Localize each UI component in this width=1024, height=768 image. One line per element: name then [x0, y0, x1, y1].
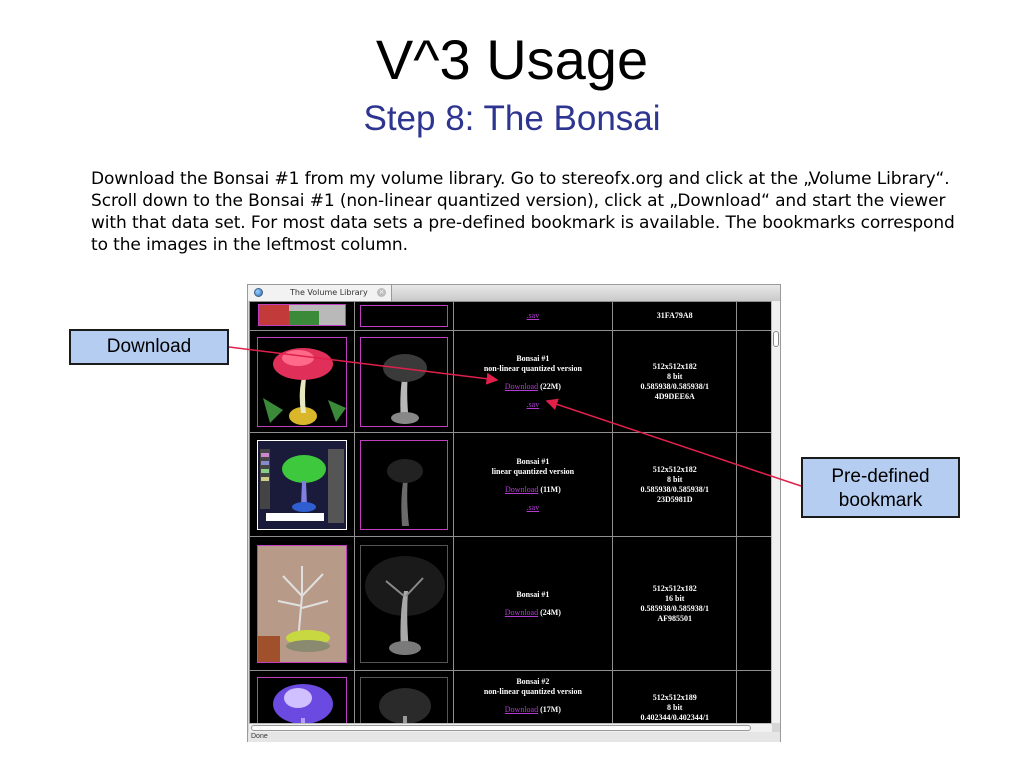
checksum: 4D9DEE6A	[654, 391, 695, 401]
browser-tab[interactable]: The Volume Library ×	[248, 285, 392, 301]
dataset-name: Bonsai #1	[516, 353, 550, 363]
volume-library-table: .sav 31FA79A8	[249, 301, 772, 723]
viewer-screenshot-thumbnail[interactable]	[256, 439, 347, 530]
dimensions: 512x512x189	[652, 693, 697, 702]
bookmark-callout: Pre-defined bookmark	[801, 457, 960, 518]
file-size: (22M)	[540, 381, 561, 391]
ct-slice-thumbnail	[359, 439, 448, 530]
voxel-spacing: 0.585938/0.585938/1	[640, 603, 709, 613]
download-link[interactable]: Download	[504, 381, 539, 391]
vertical-scrollbar[interactable]	[771, 301, 780, 723]
checksum: 31FA79A8	[656, 311, 693, 320]
ct-slice-thumbnail	[359, 544, 448, 663]
bookmark-arrow	[545, 398, 802, 487]
bookmark-link[interactable]: .sav	[526, 399, 540, 409]
voxel-spacing: 0.585938/0.585938/1	[640, 381, 709, 391]
table-row: Bonsai #1 Download (24M) 512x512x182 16 …	[249, 536, 772, 671]
table-row: Bonsai #1 linear quantized version Downl…	[249, 432, 772, 537]
dataset-variant: linear quantized version	[491, 466, 575, 476]
status-bar: Done	[248, 732, 780, 742]
dataset-name: Bonsai #2	[516, 677, 550, 686]
globe-icon	[254, 288, 263, 297]
bit-depth: 16 bit	[665, 593, 685, 603]
dimensions: 512x512x182	[652, 464, 697, 474]
slide-subtitle: Step 8: The Bonsai	[363, 99, 661, 138]
thumbnail-image	[257, 303, 346, 326]
dimensions: 512x512x182	[652, 583, 697, 593]
scroll-thumb[interactable]	[773, 331, 779, 347]
voxel-spacing: 0.402344/0.402344/1	[640, 713, 709, 722]
file-size: (24M)	[540, 607, 561, 617]
bonsai-photo-thumbnail[interactable]	[256, 544, 347, 663]
dataset-name: Bonsai #1	[516, 589, 550, 599]
bookmark-callout-line1: Pre-defined	[831, 466, 930, 487]
download-link[interactable]: Download	[504, 705, 539, 714]
bonsai-render-thumbnail[interactable]	[256, 677, 347, 723]
download-link[interactable]: Download	[504, 607, 539, 617]
checksum: 23D5981D	[656, 494, 693, 504]
bit-depth: 8 bit	[667, 371, 683, 381]
horizontal-scrollbar[interactable]	[249, 723, 772, 732]
bookmark-link[interactable]: .sav	[526, 502, 540, 512]
download-arrow	[228, 346, 499, 385]
dataset-variant: non-linear quantized version	[483, 687, 582, 696]
dataset-variant: non-linear quantized version	[483, 363, 582, 373]
table-row: Bonsai #2 non-linear quantized version D…	[249, 670, 772, 723]
dataset-name: Bonsai #1	[516, 456, 550, 466]
scroll-thumb[interactable]	[251, 725, 751, 731]
tab-title: The Volume Library	[290, 288, 368, 297]
ct-slice-thumbnail	[359, 677, 448, 723]
download-link[interactable]: Download	[504, 484, 539, 494]
table-row: Bonsai #1 non-linear quantized version D…	[249, 330, 772, 433]
tab-bar: The Volume Library ×	[248, 285, 780, 301]
bookmark-callout-line2: bookmark	[838, 490, 923, 511]
thumbnail-image	[359, 305, 448, 327]
bit-depth: 8 bit	[667, 474, 683, 484]
download-callout-label: Download	[106, 336, 192, 357]
ct-slice-thumbnail	[359, 336, 448, 427]
slide-body-text: Download the Bonsai #1 from my volume li…	[91, 169, 955, 255]
bookmark-link[interactable]: .sav	[526, 311, 540, 320]
bit-depth: 8 bit	[667, 703, 683, 712]
voxel-spacing: 0.585938/0.585938/1	[640, 484, 709, 494]
dimensions: 512x512x182	[652, 361, 697, 371]
file-size: (11M)	[540, 484, 561, 494]
page-viewport: .sav 31FA79A8	[249, 301, 772, 723]
slide-title: V^3 Usage	[375, 28, 649, 91]
file-size: (17M)	[540, 705, 561, 714]
download-callout: Download	[69, 329, 229, 365]
close-tab-icon[interactable]: ×	[377, 288, 386, 297]
checksum: AF985501	[657, 613, 693, 623]
